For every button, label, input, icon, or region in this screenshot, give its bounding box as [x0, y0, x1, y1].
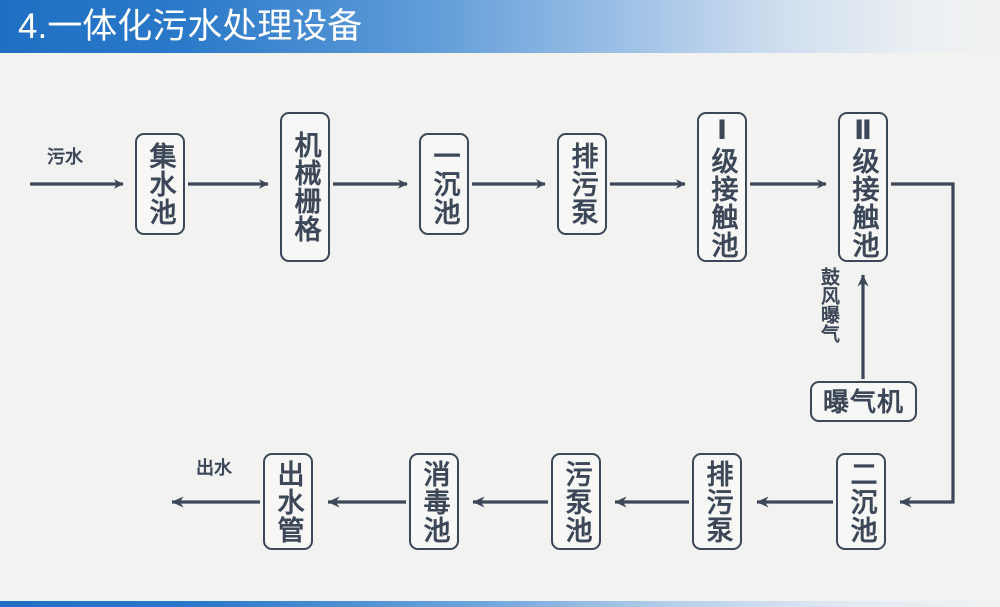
header-bar: 4.一体化污水处理设备 — [0, 0, 1000, 53]
flow-connectors — [30, 179, 955, 508]
label-blower-aeration: 鼓风曝气 — [817, 267, 839, 343]
node-contact-tank-1[interactable]: Ⅰ级接触池 — [697, 112, 747, 262]
node-label: Ⅱ级接触池 — [848, 115, 879, 259]
node-mechanical-grid[interactable]: 机械栅格 — [280, 112, 330, 262]
node-label: 污泵池 — [561, 459, 592, 544]
node-label: Ⅰ级接触池 — [707, 115, 738, 259]
node-label: 二沉池 — [846, 459, 877, 544]
node-primary-settling-tank[interactable]: 一沉池 — [419, 133, 469, 235]
node-sludge-pump-tank[interactable]: 污泵池 — [551, 453, 601, 550]
connector-contact2-to-secondary — [891, 182, 955, 508]
footer-bar — [0, 601, 1000, 607]
label-effluent: 出水 — [196, 458, 232, 478]
node-label: 消毒池 — [419, 459, 450, 544]
label-influent: 污水 — [47, 147, 83, 167]
node-label: 机械栅格 — [290, 131, 321, 243]
node-label: 排污泵 — [702, 459, 733, 544]
node-label: 集水池 — [145, 142, 176, 226]
node-outlet-pipe[interactable]: 出水管 — [263, 453, 313, 550]
process-flow-diagram: 集水池 机械栅格 一沉池 排污泵 Ⅰ级接触池 Ⅱ级接触池 曝气机 二沉池 排污泵… — [0, 53, 1000, 601]
page-title: 4.一体化污水处理设备 — [18, 7, 363, 46]
node-aerator[interactable]: 曝气机 — [810, 381, 917, 422]
node-disinfection-tank[interactable]: 消毒池 — [409, 453, 459, 550]
node-contact-tank-2[interactable]: Ⅱ级接触池 — [838, 112, 888, 262]
node-collect-tank[interactable]: 集水池 — [135, 133, 185, 235]
node-secondary-settling-tank[interactable]: 二沉池 — [836, 453, 886, 550]
node-sewage-pump-top[interactable]: 排污泵 — [557, 133, 607, 235]
node-label: 曝气机 — [822, 386, 904, 417]
node-label: 排污泵 — [567, 142, 598, 226]
node-label: 出水管 — [273, 459, 304, 544]
node-label: 一沉池 — [429, 142, 460, 226]
node-sewage-pump-bottom[interactable]: 排污泵 — [692, 453, 742, 550]
